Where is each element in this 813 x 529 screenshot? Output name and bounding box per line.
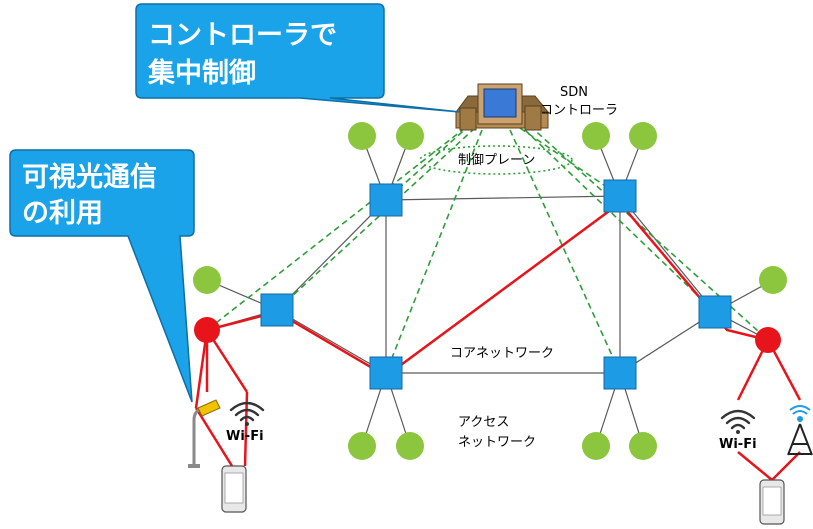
wifi-right-label: Wi-Fi	[719, 437, 757, 452]
host-node	[396, 122, 424, 150]
host-node	[348, 122, 376, 150]
host-node	[629, 122, 657, 150]
callout-vlc: 可視光通信 の利用	[9, 149, 195, 403]
cell-tower-icon	[787, 405, 813, 456]
callout-controller-line2: 集中制御	[147, 57, 256, 89]
wifi-icon	[720, 409, 756, 434]
core-links	[206, 195, 769, 374]
callout-controller-line1: コントローラで	[148, 20, 337, 51]
core-link-top-right-to-access	[619, 195, 716, 313]
host-node	[582, 432, 610, 460]
core-switch-top-left	[369, 183, 403, 217]
access-network-label-line1: アクセス	[458, 415, 509, 430]
callout-vlc-line1: 可視光通信	[22, 162, 157, 193]
host-node	[193, 266, 221, 294]
core-link-bottom-left-to-access	[276, 309, 387, 374]
sdn-label-line1: SDN	[560, 85, 588, 100]
core-network-label: コアネットワーク	[450, 346, 554, 361]
access-switch-left	[260, 293, 294, 327]
core-link-top	[385, 195, 621, 201]
access-network-label-line2: ネットワーク	[458, 435, 536, 450]
host-node	[759, 266, 787, 294]
control-plane-ellipse	[419, 145, 573, 175]
wifi-icon	[229, 401, 265, 426]
host-node	[348, 432, 376, 460]
host-node	[582, 122, 610, 150]
wifi-left-label: Wi-Fi	[226, 429, 264, 444]
host-links	[206, 135, 774, 447]
core-switch-bottom-left	[369, 356, 403, 390]
edge-router-left	[194, 317, 220, 343]
sdn-label-line2: コントローラ	[540, 103, 618, 118]
host-nodes	[193, 122, 787, 460]
core-link-top-left-to-access	[276, 199, 387, 311]
street-light-icon	[188, 399, 221, 468]
smartphone-icon	[759, 479, 785, 525]
control-plane-label: 制御プレーン	[458, 153, 535, 168]
callout-controller: コントローラで 集中制御	[135, 3, 461, 113]
host-node	[629, 432, 657, 460]
core-switch-bottom-right	[603, 356, 637, 390]
access-switch-right	[698, 295, 732, 329]
callout-vlc-line2: の利用	[22, 198, 103, 229]
core-switch-top-right	[603, 179, 637, 213]
edge-router-right	[755, 327, 781, 353]
smartphone-icon	[221, 465, 247, 513]
host-node	[396, 432, 424, 460]
controller-computer-icon	[455, 83, 550, 131]
switches	[260, 179, 732, 390]
